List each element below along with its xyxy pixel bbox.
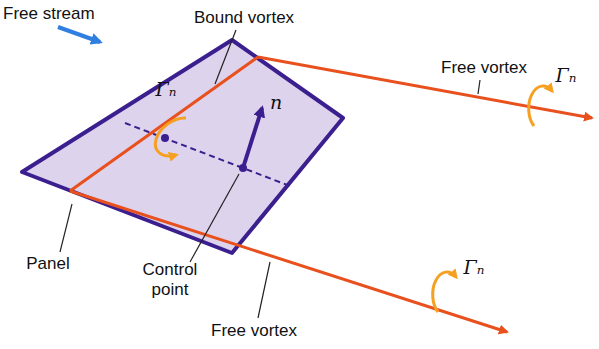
normal-arrow (243, 108, 262, 168)
normal-symbol: n (270, 92, 282, 114)
free-stream-arrow (58, 27, 100, 42)
part-label: Bound vortex (194, 8, 294, 28)
part-label: Control point (135, 260, 205, 299)
vortex-point (161, 134, 169, 142)
bound-vortex (70, 57, 258, 191)
circulation-arrow (529, 86, 552, 126)
part-label: Free vortex (441, 58, 527, 78)
free-vortex-line (70, 191, 507, 332)
panel (22, 40, 343, 253)
circulation-symbol: Γₙ (464, 257, 485, 279)
circulation-symbol: Γₙ (556, 65, 577, 87)
circulation-symbol: Γₙ (156, 79, 177, 101)
part-label: Panel (26, 254, 69, 274)
circulation-arrow (155, 118, 186, 156)
part-label: Free vortex (211, 321, 297, 341)
leader-lines (60, 30, 480, 318)
circulation-arrow (433, 272, 456, 312)
stream-label: Free stream (3, 4, 95, 24)
